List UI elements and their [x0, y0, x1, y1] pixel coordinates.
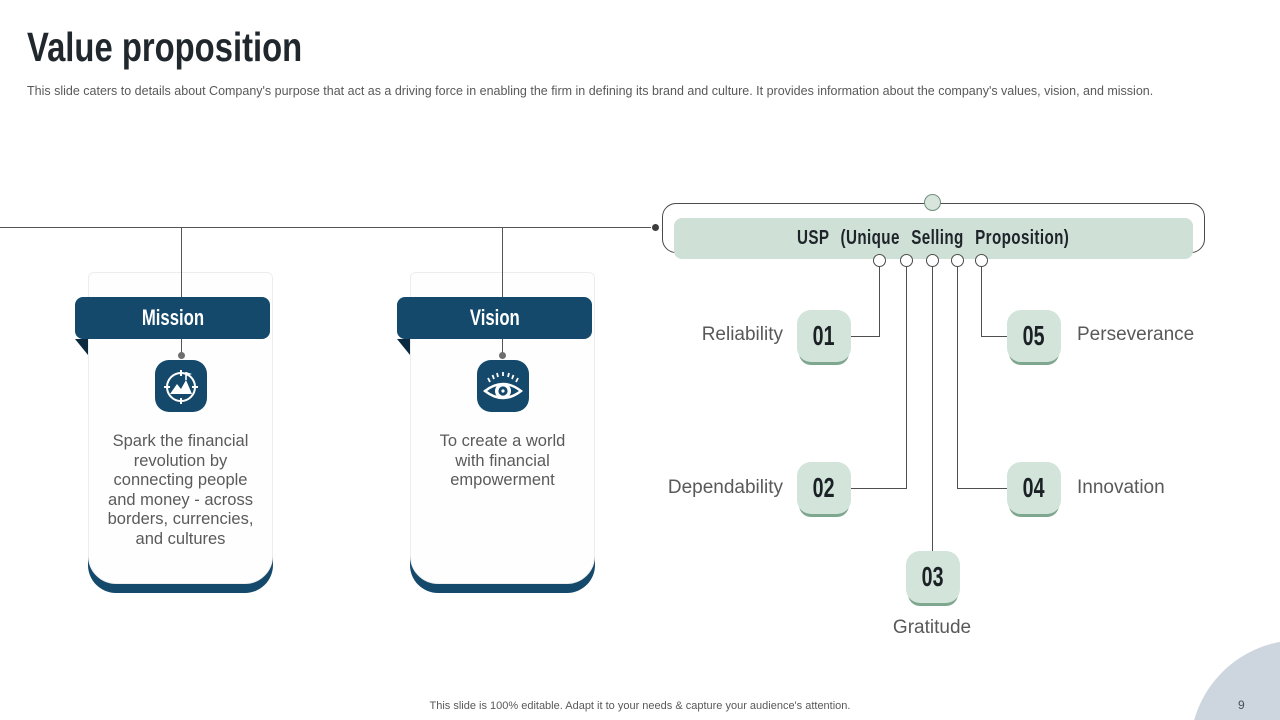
connector-item4-v: [957, 267, 958, 488]
usp-item-01-label: Reliability: [701, 324, 783, 345]
usp-item-03-number: 03: [922, 561, 944, 592]
usp-item-01-number: 01: [813, 320, 835, 351]
connector-item2-h: [851, 488, 907, 489]
vision-title: Vision: [469, 305, 520, 330]
vision-card: Vision To create a world with financial …: [397, 272, 595, 612]
page-number: 9: [1238, 698, 1245, 712]
usp-heading-bar: USP (Unique Selling Proposition): [674, 218, 1193, 259]
usp-item-04-label: Innovation: [1077, 477, 1165, 498]
usp-item-01-box: 01: [797, 310, 851, 362]
mission-body-text: Spark the financial revolution by connec…: [107, 432, 254, 548]
connector-item2-v: [906, 267, 907, 488]
usp-port-2: [900, 254, 913, 267]
slide-subtitle: This slide caters to details about Compa…: [27, 84, 1154, 98]
connector-usp-dot: [652, 224, 659, 231]
mission-ribbon: Mission: [75, 297, 270, 339]
connector-mission-dot: [178, 352, 185, 359]
connector-item5-h: [981, 336, 1007, 337]
usp-item-05-label: Perseverance: [1077, 324, 1195, 345]
usp-item-05-number: 05: [1023, 320, 1045, 351]
mission-title: Mission: [141, 305, 204, 330]
usp-top-node: [924, 194, 941, 211]
mountain-flag-compass-icon: [155, 360, 207, 412]
usp-port-3: [926, 254, 939, 267]
connector-vision-dot: [499, 352, 506, 359]
usp-item-04-box: 04: [1007, 462, 1061, 514]
connector-vision-vertical: [502, 228, 503, 355]
vision-ribbon: Vision: [397, 297, 592, 339]
usp-item-02-label: Dependability: [667, 477, 783, 498]
connector-item5-v: [981, 267, 982, 336]
connector-mission-vertical: [181, 228, 182, 355]
usp-item-02-box: 02: [797, 462, 851, 514]
connector-item4-h: [957, 488, 1007, 489]
mission-card: Mission Spark the financial revolution b…: [75, 272, 273, 612]
footer-note: This slide is 100% editable. Adapt it to…: [429, 700, 851, 712]
vision-body-text: To create a world with financial empower…: [439, 432, 566, 489]
eye-icon: [477, 360, 529, 412]
usp-port-1: [873, 254, 886, 267]
usp-heading-text: USP (Unique Selling Proposition): [797, 227, 1070, 249]
connector-item1-h: [851, 336, 880, 337]
connector-item1-v: [879, 267, 880, 336]
usp-item-03-box: 03: [906, 551, 960, 603]
vision-ribbon-fold: [397, 339, 410, 355]
connector-main-horizontal: [0, 227, 651, 228]
page-title-text: Value proposition: [27, 24, 303, 70]
usp-item-05-box: 05: [1007, 310, 1061, 362]
mission-ribbon-fold: [75, 339, 88, 355]
usp-port-5: [975, 254, 988, 267]
usp-item-04-number: 04: [1023, 472, 1045, 503]
connector-item3-v: [932, 267, 933, 551]
usp-port-4: [951, 254, 964, 267]
page-title: Value proposition: [27, 24, 371, 71]
usp-item-03-label: Gratitude: [892, 617, 972, 638]
usp-item-02-number: 02: [813, 472, 835, 503]
